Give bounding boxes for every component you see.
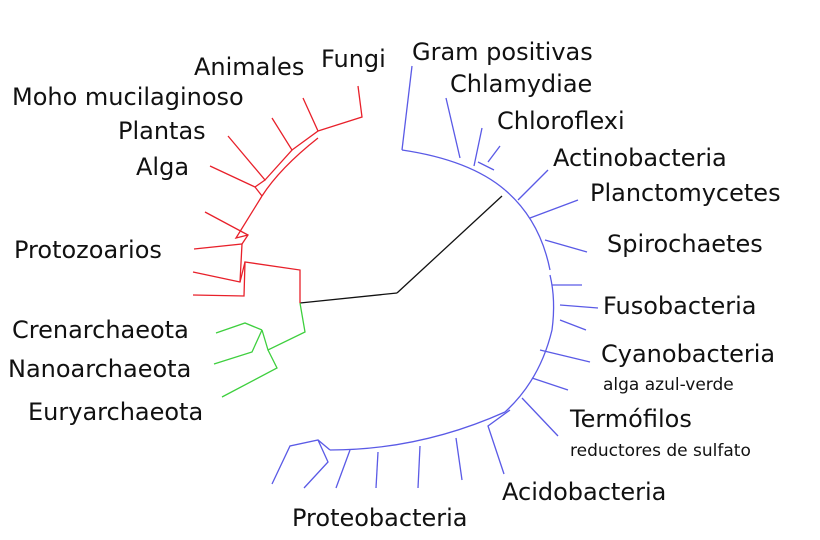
label-gram-positivas: Gram positivas [412, 38, 593, 66]
archaea-clade [213, 302, 306, 398]
label-protozoarios: Protozoarios [14, 236, 162, 264]
label-alga: Alga [136, 153, 189, 181]
bacteria-labels: Gram positivas Chlamydiae Chloroflexi Ac… [292, 38, 781, 532]
eukaryota-labels: Fungi Animales Moho mucilaginoso Plantas… [12, 45, 386, 264]
label-crenarchaeota: Crenarchaeota [12, 316, 189, 344]
label-chlamydiae: Chlamydiae [450, 70, 592, 98]
label-moho-mucilaginoso: Moho mucilaginoso [12, 83, 244, 111]
label-fusobacteria: Fusobacteria [603, 292, 756, 320]
eukaryota-clade [192, 85, 363, 303]
label-fungi: Fungi [321, 45, 386, 73]
label-animales: Animales [194, 53, 304, 81]
label-spirochaetes: Spirochaetes [607, 230, 763, 258]
label-nanoarchaeota: Nanoarchaeota [8, 355, 191, 383]
bacteria-clade [271, 65, 599, 489]
label-cyanobacteria: Cyanobacteria [601, 340, 775, 368]
label-proteobacteria: Proteobacteria [292, 504, 468, 532]
label-termofilos-sub: reductores de sulfato [570, 441, 751, 461]
archaea-labels: Crenarchaeota Nanoarchaeota Euryarchaeot… [8, 316, 203, 426]
label-termofilos: Termófilos [569, 405, 692, 433]
label-plantas: Plantas [118, 117, 206, 145]
label-cyanobacteria-sub: alga azul-verde [603, 375, 734, 395]
label-planctomycetes: Planctomycetes [590, 179, 781, 207]
label-acidobacteria: Acidobacteria [502, 478, 666, 506]
label-actinobacteria: Actinobacteria [553, 144, 727, 172]
root-branch [299, 195, 503, 304]
label-euryarchaeota: Euryarchaeota [28, 398, 203, 426]
label-chloroflexi: Chloroflexi [497, 107, 625, 135]
